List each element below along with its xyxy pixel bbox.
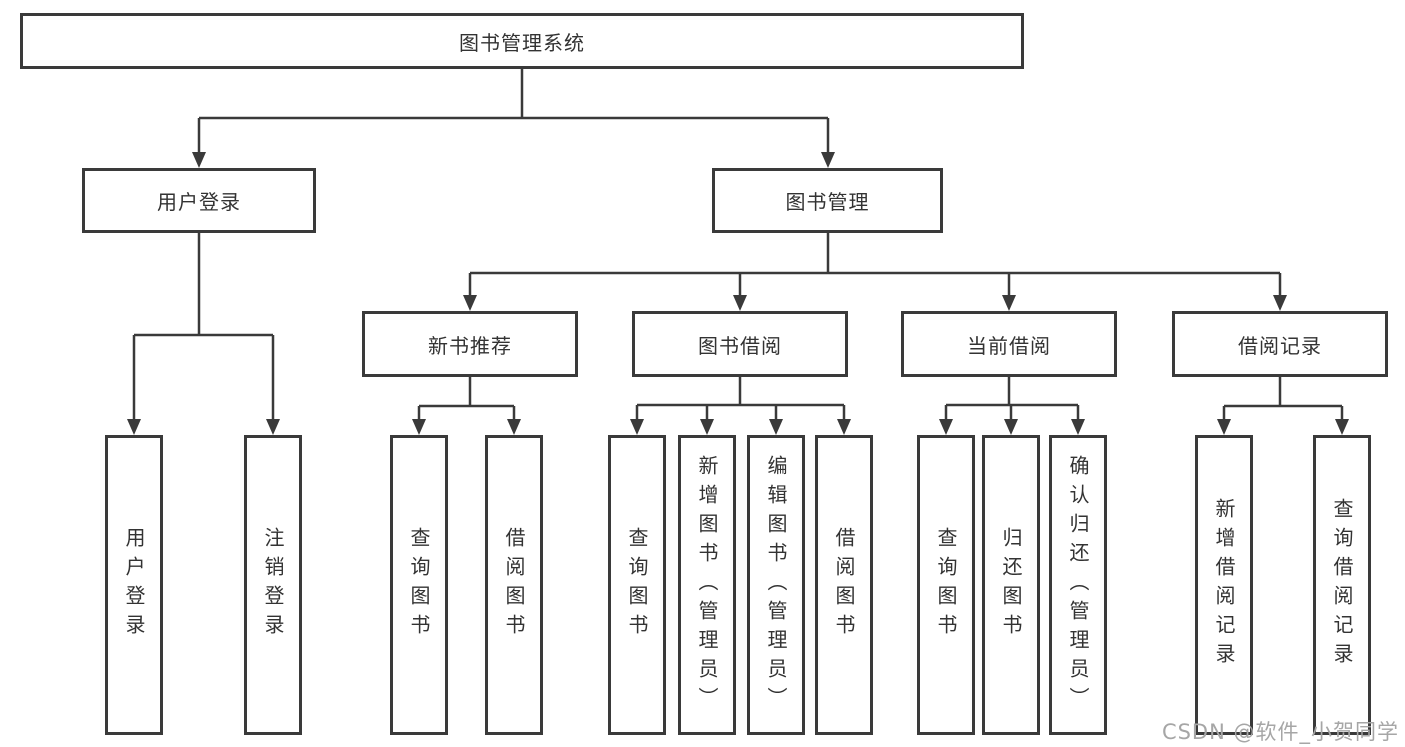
node-user-login: 用户登录 <box>82 168 316 233</box>
arrow-down-icon <box>192 152 206 168</box>
arrow-down-icon <box>1071 419 1085 435</box>
arrow-down-icon <box>127 419 141 435</box>
node-leaf-query-books-1: 查询图书 <box>390 435 448 735</box>
node-leaf-query-books-3: 查询图书 <box>917 435 975 735</box>
node-leaf-add-book-admin: 新增图书（管理员） <box>678 435 736 735</box>
node-label: 查询图书 <box>407 527 431 643</box>
node-label: 借阅记录 <box>1238 333 1322 358</box>
connector-current-to-leaves <box>944 377 1080 421</box>
node-leaf-borrow-books-1: 借阅图书 <box>485 435 543 735</box>
node-leaf-query-books-2: 查询图书 <box>608 435 666 735</box>
node-label: 查询图书 <box>625 527 649 643</box>
node-label: 确认归还（管理员） <box>1066 454 1090 716</box>
node-borrowing-records: 借阅记录 <box>1172 311 1388 377</box>
node-label: 当前借阅 <box>967 333 1051 358</box>
node-library-management-system: 图书管理系统 <box>20 13 1024 69</box>
arrow-down-icon <box>1273 295 1287 311</box>
node-new-book-recommend: 新书推荐 <box>362 311 578 377</box>
arrow-down-icon <box>630 419 644 435</box>
node-label: 归还图书 <box>999 527 1023 643</box>
node-leaf-logout: 注销登录 <box>244 435 302 735</box>
csdn-watermark: CSDN @软件_小贺同学 <box>1161 720 1399 744</box>
node-label: 编辑图书（管理员） <box>764 454 788 716</box>
node-label: 查询借阅记录 <box>1330 498 1354 672</box>
arrow-down-icon <box>463 295 477 311</box>
node-book-management: 图书管理 <box>712 168 943 233</box>
node-label: 借阅图书 <box>502 527 526 643</box>
node-label: 查询图书 <box>934 527 958 643</box>
node-label: 新书推荐 <box>428 333 512 358</box>
node-label: 注销登录 <box>261 527 285 643</box>
node-leaf-user-login: 用户登录 <box>105 435 163 735</box>
arrow-down-icon <box>266 419 280 435</box>
connector-userlogin-to-leaves <box>132 233 275 421</box>
node-leaf-add-borrow-record: 新增借阅记录 <box>1195 435 1253 735</box>
node-label: 用户登录 <box>122 527 146 643</box>
node-label: 图书借阅 <box>698 333 782 358</box>
arrow-down-icon <box>1004 419 1018 435</box>
node-label: 新增借阅记录 <box>1212 498 1236 672</box>
node-label: 用户登录 <box>157 190 241 214</box>
arrow-down-icon <box>837 419 851 435</box>
connector-newbook-to-leaves <box>417 377 516 421</box>
node-label: 图书管理系统 <box>459 30 585 55</box>
node-book-borrowing: 图书借阅 <box>632 311 848 377</box>
arrow-down-icon <box>821 152 835 168</box>
node-label: 新增图书（管理员） <box>695 454 719 716</box>
arrow-down-icon <box>733 295 747 311</box>
arrow-down-icon <box>700 419 714 435</box>
node-leaf-query-borrow-record: 查询借阅记录 <box>1313 435 1371 735</box>
node-leaf-borrow-books-2: 借阅图书 <box>815 435 873 735</box>
node-leaf-confirm-return-admin: 确认归还（管理员） <box>1049 435 1107 735</box>
arrow-down-icon <box>1217 419 1231 435</box>
connector-bookmgmt-to-level3 <box>468 233 1282 297</box>
node-label: 图书管理 <box>785 190 870 214</box>
arrow-down-icon <box>1335 419 1349 435</box>
node-current-borrowing: 当前借阅 <box>901 311 1117 377</box>
arrow-down-icon <box>939 419 953 435</box>
arrow-down-icon <box>769 419 783 435</box>
node-leaf-return-book: 归还图书 <box>982 435 1040 735</box>
arrow-down-icon <box>507 419 521 435</box>
node-label: 借阅图书 <box>832 527 856 643</box>
connector-records-to-leaves <box>1222 377 1344 421</box>
arrow-down-icon <box>412 419 426 435</box>
node-leaf-edit-book-admin: 编辑图书（管理员） <box>747 435 805 735</box>
connector-borrowing-to-leaves <box>635 377 846 421</box>
connector-root-to-level2 <box>197 68 830 154</box>
arrow-down-icon <box>1002 295 1016 311</box>
